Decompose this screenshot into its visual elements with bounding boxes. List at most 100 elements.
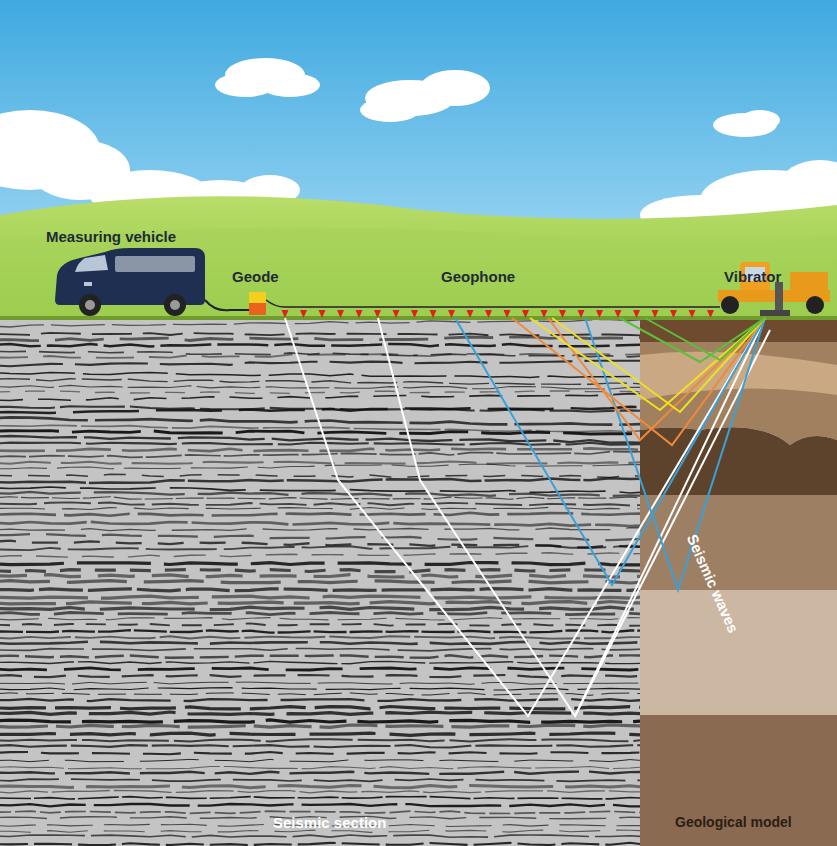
seismic-streak — [0, 772, 640, 774]
seismic-streak — [0, 385, 640, 389]
seismic-streak — [0, 759, 640, 761]
label: Geode — [232, 268, 279, 285]
geophone-symbol — [670, 310, 677, 318]
seismic-streak — [0, 712, 640, 714]
seismic-streak — [0, 431, 640, 434]
seismic-streak — [0, 546, 640, 551]
seismic-streak — [0, 462, 640, 464]
seismic-streak — [0, 779, 640, 781]
seismic-streak — [0, 337, 640, 341]
geophone-symbol — [707, 310, 714, 318]
seismic-ray — [552, 318, 765, 412]
seismic-streak — [0, 675, 640, 677]
seismic-streak — [0, 354, 640, 358]
seismic-ray — [620, 318, 765, 362]
ground-line — [0, 316, 837, 320]
geophone-symbol — [282, 310, 289, 318]
sky — [0, 0, 837, 320]
seismic-rays — [285, 318, 770, 716]
seismic-streak — [0, 613, 640, 615]
seismic-streak — [0, 785, 640, 787]
seismic-streak — [0, 522, 640, 526]
seismic-streak — [0, 513, 640, 516]
seismic-streak — [0, 492, 640, 496]
geophone-symbol — [578, 310, 585, 318]
seismic-streak — [0, 333, 640, 336]
seismic-streak — [0, 725, 640, 727]
seismic-streak — [0, 570, 640, 572]
geophone-symbol — [615, 310, 622, 318]
label: Measuring vehicle — [46, 228, 176, 245]
seismic-ray — [512, 318, 765, 445]
geophone-symbol — [689, 310, 696, 318]
seismic-streak — [0, 502, 640, 505]
geophone-symbol — [633, 310, 640, 318]
seismic-streak — [0, 436, 640, 443]
seismic-streak — [0, 528, 640, 531]
seismic-streak — [0, 391, 640, 393]
seismic-streak — [0, 452, 640, 458]
hills — [0, 196, 837, 320]
geophone-symbol — [393, 310, 400, 318]
geophone-symbol — [319, 310, 326, 318]
geophone-cable — [266, 300, 720, 307]
seismic-streak — [0, 581, 640, 583]
seismic-streak — [0, 661, 640, 663]
seismic-streak — [0, 474, 640, 477]
seismic-streak — [0, 507, 640, 509]
geophones — [282, 310, 715, 318]
seismic-ray — [285, 318, 765, 716]
geophone-symbol — [504, 310, 511, 318]
geophone-symbol — [652, 310, 659, 318]
seismic-streak — [0, 320, 640, 327]
seismic-streak — [0, 811, 640, 813]
seismic-ray — [575, 330, 770, 716]
seismic-streak — [0, 835, 640, 837]
seismic-streak — [0, 682, 640, 684]
seismic-streak — [0, 804, 640, 806]
seismic-streak — [0, 642, 640, 644]
seismic-streak — [0, 720, 640, 722]
geophone-symbol — [300, 310, 307, 318]
geophone-symbol — [467, 310, 474, 318]
seismic-streak — [0, 563, 640, 565]
seismic-streak — [0, 497, 640, 500]
seismic-streak — [0, 478, 640, 483]
cable — [205, 300, 250, 310]
seismic-ray — [455, 318, 765, 585]
geophone-symbol — [522, 310, 529, 318]
geophone-symbol — [356, 310, 363, 318]
geophone-symbol — [485, 310, 492, 318]
geode-box — [249, 292, 266, 315]
seismic-streak — [0, 607, 640, 609]
seismic-ray — [645, 318, 765, 360]
seismic-streak — [0, 767, 640, 769]
seismic-streak — [0, 693, 640, 695]
hill-highlight — [0, 228, 837, 321]
geophone-symbol — [541, 310, 548, 318]
seismic-streak — [0, 797, 640, 799]
seismic-streak — [0, 361, 640, 367]
seismic-streak — [0, 407, 640, 413]
seismic-streak — [0, 636, 640, 638]
seismic-streak — [0, 745, 640, 748]
seismic-streak — [0, 618, 640, 620]
vibrator-truck — [718, 262, 830, 316]
seismic-streak — [0, 443, 640, 445]
label: Geological model — [675, 814, 792, 830]
measuring-vehicle-drawing — [55, 248, 205, 316]
geophone-symbol — [411, 310, 418, 318]
seismic-streak — [0, 534, 640, 540]
seismic-streak — [0, 394, 640, 401]
seismic-streak — [0, 372, 640, 377]
seismic-streaks — [0, 320, 640, 845]
geophone-symbol — [337, 310, 344, 318]
seismic-streak — [0, 553, 640, 557]
label: Seismic section — [273, 814, 386, 831]
geophone-symbol — [596, 310, 603, 318]
seismic-streak — [0, 623, 640, 625]
label: Geophone — [441, 268, 515, 285]
label: Vibrator — [724, 268, 781, 285]
seismic-streak — [0, 630, 640, 632]
